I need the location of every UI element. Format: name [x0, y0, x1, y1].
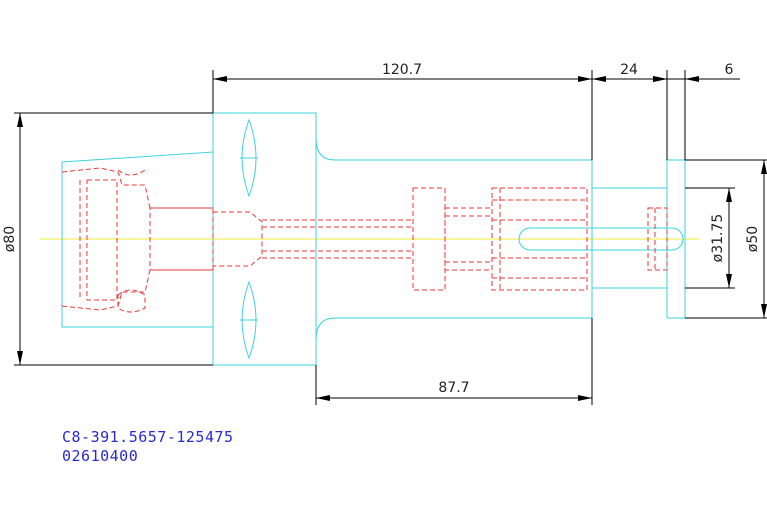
dim-diameter-shank: ø80	[2, 226, 18, 252]
dim-length-total: 120.7	[382, 62, 422, 78]
part-outline	[61, 112, 686, 366]
hidden-features	[61, 167, 668, 313]
dim-diameter-flange: ø50	[745, 226, 761, 252]
item-code-label: 02610400	[62, 447, 139, 465]
dim-length-collar: 24	[620, 62, 638, 78]
dim-diameter-bore: ø31.75	[710, 214, 726, 263]
dim-length-flange: 6	[725, 62, 734, 78]
dim-length-body: 87.7	[438, 380, 469, 396]
dimension-lines	[14, 70, 767, 405]
part-number-label: C8-391.5657-125475	[62, 428, 234, 446]
